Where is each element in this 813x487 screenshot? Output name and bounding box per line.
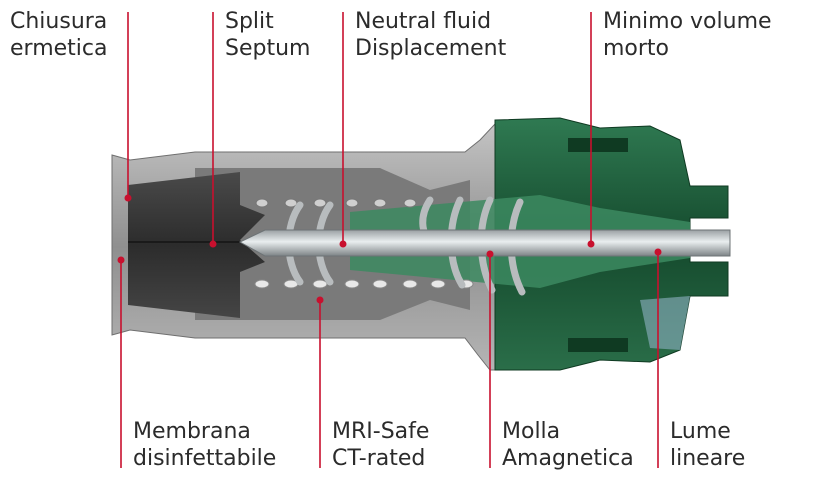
label-split-septum: Split Septum xyxy=(225,8,310,62)
label-line: MRI-Safe xyxy=(332,419,430,444)
label-line: Split xyxy=(225,9,274,34)
label-line: morto xyxy=(603,36,670,61)
label-line: Lume xyxy=(670,419,731,444)
green-rib-top xyxy=(568,138,628,152)
green-rib-bottom xyxy=(568,338,628,352)
linear-lumen xyxy=(238,229,731,257)
label-mri-safe: MRI-Safe CT-rated xyxy=(332,418,429,472)
green-tip-highlight xyxy=(640,296,690,350)
label-line: disinfettabile xyxy=(133,446,277,471)
label-line: Molla xyxy=(502,419,561,444)
spring-beads-bottom xyxy=(254,279,474,289)
label-chiusura-ermetica: Chiusura ermetica xyxy=(10,8,107,62)
spring-beads-top xyxy=(255,198,417,208)
label-line: Amagnetica xyxy=(502,446,634,471)
label-line: Minimo volume xyxy=(603,9,772,34)
septum-body xyxy=(128,172,265,318)
label-molla: Molla Amagnetica xyxy=(502,418,634,472)
label-neutral-fluid: Neutral fluid Displacement xyxy=(355,8,506,62)
label-membrana: Membrana disinfettabile xyxy=(133,418,276,472)
label-line: Displacement xyxy=(355,36,507,61)
label-line: Membrana xyxy=(133,419,251,444)
label-line: CT-rated xyxy=(332,446,426,471)
leader-lines xyxy=(117,12,662,468)
label-line: ermetica xyxy=(10,36,108,61)
label-line: Septum xyxy=(225,36,311,61)
label-lume: Lume lineare xyxy=(670,418,745,472)
label-line: Neutral fluid xyxy=(355,9,492,34)
label-minimo-volume: Minimo volume morto xyxy=(603,8,772,62)
label-line: Chiusura xyxy=(10,9,108,34)
label-line: lineare xyxy=(670,446,746,471)
